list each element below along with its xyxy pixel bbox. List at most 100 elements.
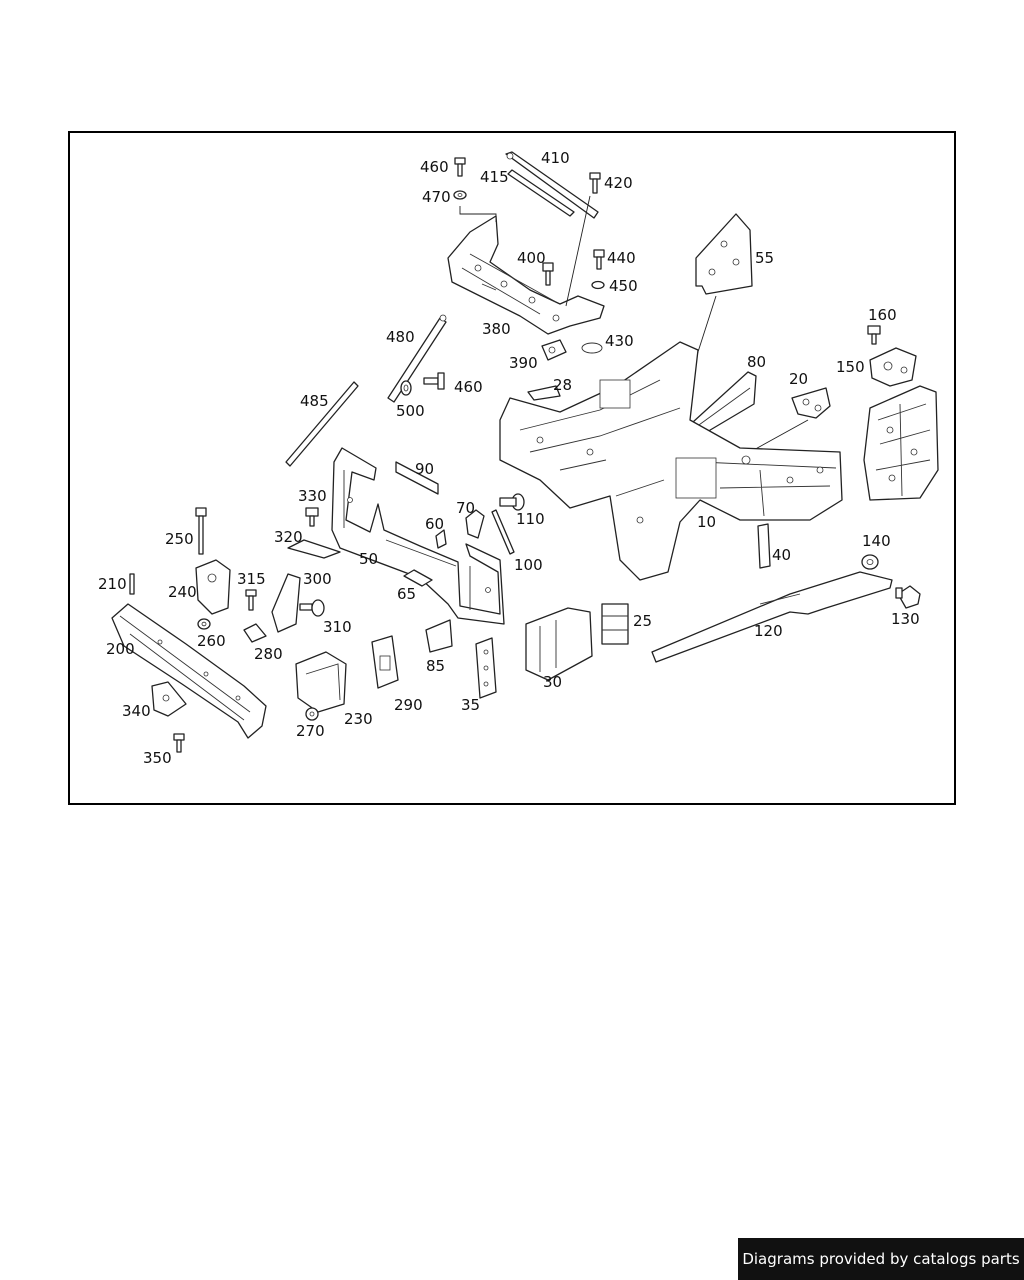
callout-p35[interactable]: 35 <box>461 696 480 714</box>
callout-p20[interactable]: 20 <box>789 370 808 388</box>
callout-p450[interactable]: 450 <box>609 277 638 295</box>
callout-p150[interactable]: 150 <box>836 358 865 376</box>
part-460-bolt-top[interactable] <box>453 157 467 200</box>
part-60-clip[interactable] <box>435 529 447 549</box>
part-290-plate[interactable] <box>371 635 399 689</box>
part-50-radiator-support[interactable] <box>331 447 505 625</box>
callout-p10[interactable]: 10 <box>697 513 716 531</box>
part-420-bolt[interactable] <box>589 172 601 194</box>
callout-p300[interactable]: 300 <box>303 570 332 588</box>
callout-p460b[interactable]: 460 <box>454 378 483 396</box>
part-90-strip[interactable] <box>395 461 439 495</box>
part-28-bracket[interactable] <box>527 385 561 401</box>
part-260-nut[interactable] <box>197 618 211 630</box>
part-330-bolt[interactable] <box>305 507 319 527</box>
part-310-bolt[interactable] <box>299 599 325 617</box>
callout-p200[interactable]: 200 <box>106 640 135 658</box>
callout-p230[interactable]: 230 <box>344 710 373 728</box>
part-20-gusset[interactable] <box>749 387 831 453</box>
callout-p85[interactable]: 85 <box>426 657 445 675</box>
part-85-bracket[interactable] <box>425 619 453 653</box>
part-340-bracket[interactable] <box>151 681 187 717</box>
callout-p410[interactable]: 410 <box>541 149 570 167</box>
callout-p90[interactable]: 90 <box>415 460 434 478</box>
part-500-washer[interactable] <box>400 380 412 396</box>
callout-p120[interactable]: 120 <box>754 622 783 640</box>
part-250-bolt[interactable] <box>195 507 207 555</box>
part-410-strut[interactable] <box>505 151 599 219</box>
part-110-bolt[interactable] <box>499 493 525 511</box>
part-70-cap[interactable] <box>465 509 485 539</box>
callout-p500[interactable]: 500 <box>396 402 425 420</box>
callout-p65[interactable]: 65 <box>397 585 416 603</box>
part-440-bolt[interactable] <box>591 249 605 290</box>
callout-p290[interactable]: 290 <box>394 696 423 714</box>
part-120-sill-rail[interactable] <box>651 571 893 663</box>
callout-p50[interactable]: 50 <box>359 550 378 568</box>
callout-p40[interactable]: 40 <box>772 546 791 564</box>
part-480-rod[interactable] <box>387 314 447 403</box>
callout-p270[interactable]: 270 <box>296 722 325 740</box>
callout-p390[interactable]: 390 <box>509 354 538 372</box>
part-380-upper-carrier[interactable] <box>447 195 605 335</box>
part-35-bracket[interactable] <box>475 637 497 699</box>
callout-p70[interactable]: 70 <box>456 499 475 517</box>
callout-p280[interactable]: 280 <box>254 645 283 663</box>
callout-p480[interactable]: 480 <box>386 328 415 346</box>
callout-p485[interactable]: 485 <box>300 392 329 410</box>
part-65-block[interactable] <box>403 569 433 587</box>
callout-p140[interactable]: 140 <box>862 532 891 550</box>
callout-p25[interactable]: 25 <box>633 612 652 630</box>
callout-p315[interactable]: 315 <box>237 570 266 588</box>
part-200-bumper-beam[interactable] <box>111 603 267 739</box>
callout-p320[interactable]: 320 <box>274 528 303 546</box>
part-10-front-frame[interactable] <box>499 341 843 581</box>
part-460-bolt-side[interactable] <box>423 372 445 390</box>
part-300-bracket[interactable] <box>271 573 301 633</box>
part-130-bolt[interactable] <box>895 585 921 609</box>
callout-p310[interactable]: 310 <box>323 618 352 636</box>
callout-p30[interactable]: 30 <box>543 673 562 691</box>
part-25-absorber[interactable] <box>601 603 629 645</box>
part-150-mount[interactable] <box>869 347 917 387</box>
part-210-pin[interactable] <box>129 573 135 595</box>
part-315-bolt[interactable] <box>245 589 257 611</box>
callout-p28[interactable]: 28 <box>553 376 572 394</box>
callout-p460a[interactable]: 460 <box>420 158 449 176</box>
part-320-clip[interactable] <box>287 539 341 559</box>
callout-p100[interactable]: 100 <box>514 556 543 574</box>
callout-p80[interactable]: 80 <box>747 353 766 371</box>
callout-p430[interactable]: 430 <box>605 332 634 350</box>
part-270-nut[interactable] <box>305 707 319 721</box>
part-230-bracket[interactable] <box>295 651 347 713</box>
callout-p420[interactable]: 420 <box>604 174 633 192</box>
callout-p130[interactable]: 130 <box>891 610 920 628</box>
part-430-grommet[interactable] <box>581 342 603 354</box>
callout-p400[interactable]: 400 <box>517 249 546 267</box>
part-100-stay[interactable] <box>491 509 515 555</box>
part-390-bracket[interactable] <box>541 339 567 361</box>
callout-p160[interactable]: 160 <box>868 306 897 324</box>
part-160-bolt[interactable] <box>867 325 881 345</box>
callout-p470[interactable]: 470 <box>422 188 451 206</box>
part-280-clip[interactable] <box>243 623 267 643</box>
part-485-rod[interactable] <box>285 381 359 467</box>
callout-p330[interactable]: 330 <box>298 487 327 505</box>
callout-p60[interactable]: 60 <box>425 515 444 533</box>
part-40-plate[interactable] <box>757 523 771 569</box>
callout-p380[interactable]: 380 <box>482 320 511 338</box>
part-30-crash-box[interactable] <box>525 607 593 681</box>
callout-p415[interactable]: 415 <box>480 168 509 186</box>
part-400-bolt[interactable] <box>542 262 554 286</box>
part-350-bolt[interactable] <box>173 733 185 753</box>
callout-p350[interactable]: 350 <box>143 749 172 767</box>
callout-p55[interactable]: 55 <box>755 249 774 267</box>
callout-p250[interactable]: 250 <box>165 530 194 548</box>
part-240-bracket[interactable] <box>195 559 231 615</box>
part-wheelhouse-panel[interactable] <box>863 385 939 501</box>
callout-p440[interactable]: 440 <box>607 249 636 267</box>
callout-p110[interactable]: 110 <box>516 510 545 528</box>
callout-p340[interactable]: 340 <box>122 702 151 720</box>
callout-p240[interactable]: 240 <box>168 583 197 601</box>
part-140-nut[interactable] <box>861 554 879 570</box>
